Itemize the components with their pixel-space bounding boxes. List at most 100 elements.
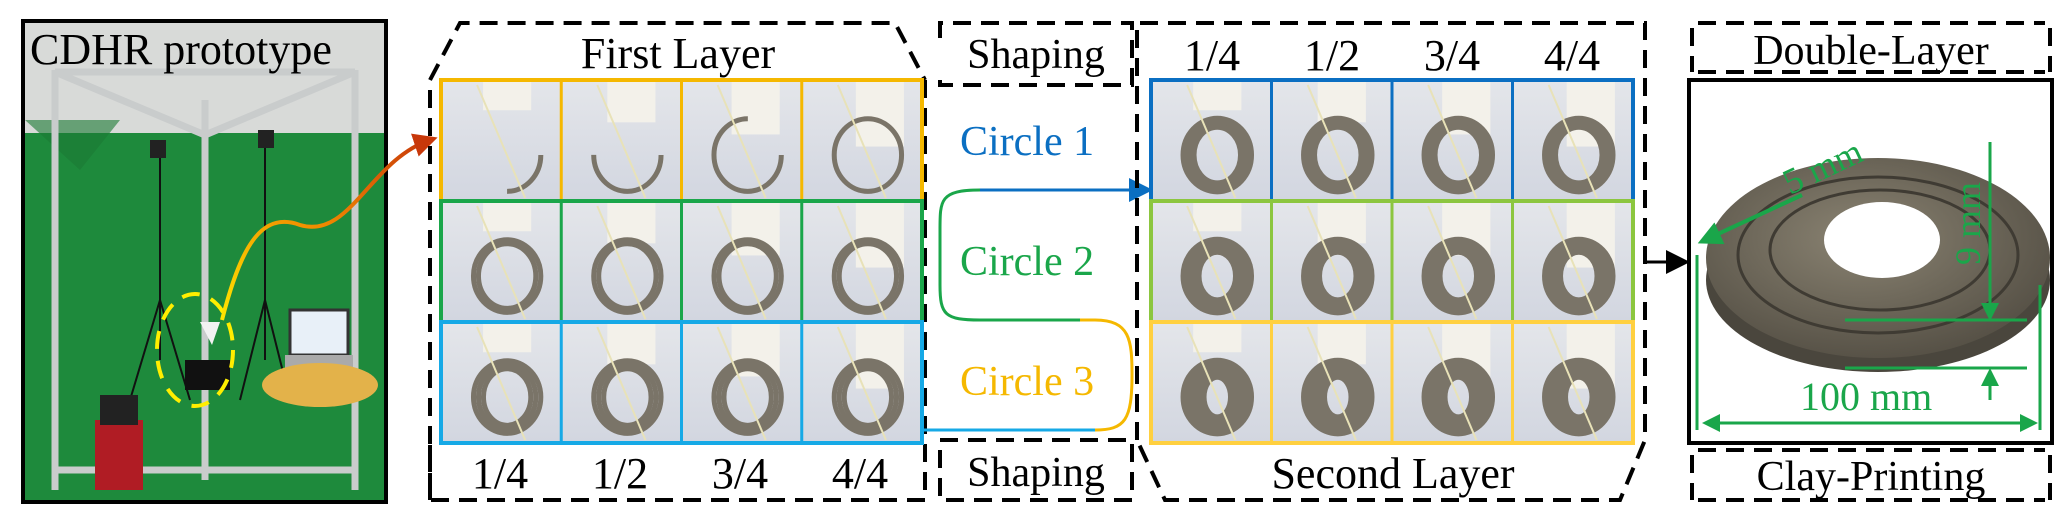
clay-ring (1557, 369, 1601, 425)
photo-cell (1271, 201, 1392, 322)
nozzle-rod (1547, 84, 1598, 199)
fraction-label: 4/4 (832, 449, 888, 498)
photo-cell (1271, 80, 1392, 201)
first-layer-title: First Layer (581, 29, 776, 78)
clay-ring (1185, 119, 1250, 191)
fraction-label: 4/4 (1544, 31, 1600, 80)
nozzle-rod (596, 326, 647, 441)
clay-ring (1301, 357, 1375, 437)
photo-cell (1512, 322, 1633, 443)
clay-ring (480, 366, 534, 428)
air-compressor (95, 420, 143, 490)
second-layer-grid (1149, 78, 1635, 445)
nozzle-block (1317, 80, 1366, 123)
clay-ring-photo (1706, 158, 2050, 372)
photo-cell (681, 80, 802, 201)
clay-ring (1316, 248, 1360, 304)
clay-ring (1562, 373, 1596, 421)
clay-ring (1552, 244, 1606, 308)
clay-ring (475, 241, 539, 311)
row-border (1149, 320, 1635, 445)
clay-ring (1190, 244, 1245, 308)
nozzle-block (1317, 322, 1366, 365)
photo-cell (1512, 201, 1633, 322)
clay-ring (596, 362, 659, 432)
photo-cell (1392, 80, 1513, 201)
clay-ring (1441, 373, 1476, 421)
clay-ring (1421, 115, 1496, 195)
photo-cell (1151, 80, 1272, 201)
first-layer-frame (428, 21, 927, 500)
nozzle-block (607, 80, 656, 123)
nozzle-rod (1547, 205, 1598, 320)
clay-ring (1180, 357, 1255, 437)
clay-ring (711, 116, 784, 194)
nozzle-rod (1306, 205, 1357, 320)
height-dimension: 9 mm (1948, 182, 1988, 265)
clay-ring (1431, 123, 1486, 187)
double-layer-box: Double-Layer (1690, 21, 2052, 74)
highlight-circle (155, 292, 235, 408)
clay-ring (1190, 123, 1245, 187)
clay-ring (470, 237, 544, 315)
nozzle-rod (1427, 84, 1478, 199)
clay-ring (1542, 236, 1616, 316)
nozzle-rod (596, 205, 647, 320)
second-layer-frame (1135, 21, 1647, 502)
clay-ring (470, 358, 544, 436)
clay-ring (1552, 365, 1606, 429)
fraction-label: 3/4 (712, 449, 768, 498)
clay-ring (1552, 123, 1606, 187)
double-layer-label: Double-Layer (1753, 28, 1989, 74)
photo-cell (561, 80, 682, 201)
nozzle-block (607, 201, 656, 244)
prototype-photo: CDHR prototype (21, 19, 388, 504)
clay-ring (1200, 373, 1235, 421)
shaping-top-label: Shaping (967, 32, 1105, 78)
nozzle-rod (1427, 205, 1478, 320)
clay-ring (1185, 240, 1250, 312)
shaping-bottom-box: Shaping (938, 438, 1134, 502)
first-layer-fractions: 1/4 1/2 3/4 4/4 (472, 449, 888, 498)
fraction-label: 1/2 (1304, 31, 1360, 80)
photo-cell (1392, 322, 1513, 443)
photo-cell (1392, 201, 1513, 322)
nozzle-rod (596, 84, 647, 199)
nozzle-rod (1427, 326, 1478, 441)
nozzle-rod (716, 84, 767, 199)
nozzle-block (607, 322, 656, 365)
clay-ring (831, 358, 905, 436)
photo-cell (441, 322, 562, 443)
nozzle-rod (476, 326, 527, 441)
clay-ring (1421, 236, 1496, 316)
clay-ring (1311, 244, 1365, 308)
laptop (288, 308, 350, 357)
photo-cell (1151, 201, 1272, 322)
clay-ring (1301, 236, 1375, 316)
clay-ring (1180, 236, 1255, 316)
clay-printing-box: Clay-Printing (1690, 448, 2052, 502)
clay-ring (1195, 369, 1240, 425)
nozzle-rod (836, 326, 887, 441)
side-table (262, 363, 378, 407)
shaping-top-box: Shaping (938, 21, 1134, 87)
clay-ring (1426, 361, 1491, 433)
clay-ring (711, 237, 784, 315)
clay-ring (711, 358, 784, 436)
clay-ring (1431, 365, 1486, 429)
nozzle-rod (1186, 326, 1237, 441)
clay-ring (1185, 361, 1250, 433)
nozzle-block (483, 201, 532, 232)
circle-3-label: Circle 3 (960, 359, 1094, 405)
nozzle-block (483, 322, 532, 353)
diameter-dimension: 100 mm (1800, 374, 1932, 419)
clay-ring (1306, 240, 1370, 312)
clay-ring (596, 241, 659, 311)
clay-ring (1426, 119, 1491, 191)
zoom-arrow (220, 133, 438, 321)
fraction-label: 1/4 (472, 449, 528, 498)
nozzle-rod (1186, 205, 1237, 320)
second-layer-fractions: 1/4 1/2 3/4 4/4 (1184, 31, 1600, 80)
clay-ring (716, 241, 779, 311)
